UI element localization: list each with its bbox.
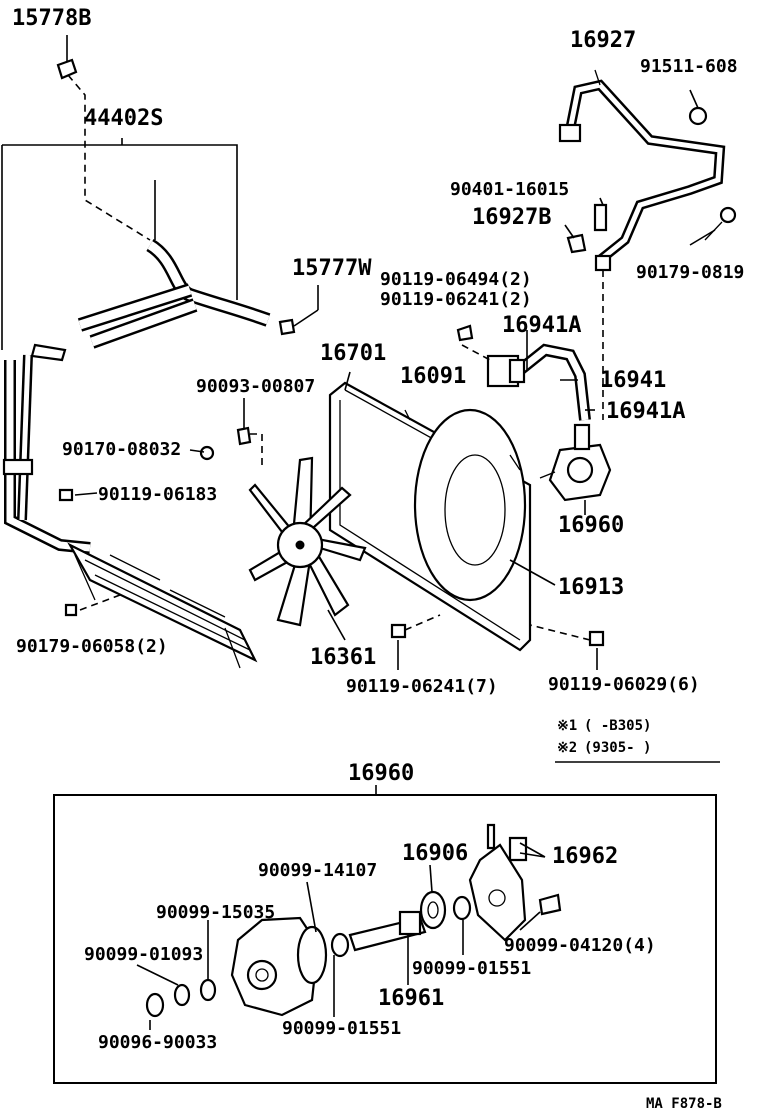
label-16927: 16927 (570, 28, 636, 53)
pump-exploded-box (53, 785, 717, 1084)
label-16913: 16913 (558, 575, 624, 600)
return-hose-16941 (456, 324, 591, 421)
label-15777W: 15777W (292, 256, 372, 281)
label-16941A-top: 16941A (502, 313, 581, 338)
label-90119-06494: 90119-06494(2) (380, 269, 532, 290)
label-90119-06241-7: 90119-06241(7) (346, 676, 498, 697)
label-90096-90033: 90096-90033 (98, 1032, 217, 1053)
label-16962: 16962 (552, 844, 618, 869)
label-91511-608: 91511-608 (640, 56, 738, 77)
label-44402S: 44402S (84, 106, 163, 131)
steering-pump-16960 (539, 423, 612, 502)
label-16941: 16941 (600, 368, 666, 393)
label-90119-06183: 90119-06183 (98, 484, 217, 505)
legend-text-2: (9305- ) (584, 740, 651, 756)
label-16960-pump: 16960 (558, 513, 624, 538)
label-16906: 16906 (402, 841, 468, 866)
label-16961: 16961 (378, 986, 444, 1011)
label-15778B: 15778B (12, 6, 91, 31)
label-90099-01093: 90099-01093 (84, 944, 203, 965)
label-90099-01551-a: 90099-01551 (412, 958, 531, 979)
label-90119-06029: 90119-06029(6) (548, 674, 700, 695)
legend-mark-2: ※2 (557, 740, 577, 756)
hose-assembly-44402S (1, 74, 271, 350)
label-16927B: 16927B (472, 205, 551, 230)
label-16701: 16701 (320, 341, 386, 366)
label-16941A-mid: 16941A (606, 399, 685, 424)
part-labels: 15778B 44402S 16927 91511-608 90401-1601… (12, 6, 744, 1112)
diagram-reference: MA F878-B (646, 1096, 722, 1112)
label-16091: 16091 (400, 364, 466, 389)
leader-lines (74, 89, 716, 586)
label-90099-01551-b: 90099-01551 (282, 1018, 401, 1039)
label-90099-15035: 90099-15035 (156, 902, 275, 923)
pressure-pipe-16927 (558, 69, 737, 420)
label-90401-16015: 90401-16015 (450, 179, 569, 200)
oil-cooler (67, 542, 258, 669)
label-90099-04120: 90099-04120(4) (504, 935, 656, 956)
legend: ※1 ( -B305) ※2 (9305- ) (555, 718, 720, 763)
clamp-15778B (56, 35, 78, 80)
legend-mark-1: ※1 (557, 718, 577, 734)
cooling-fan-16361 (248, 456, 367, 641)
fan-shroud-16701 (328, 371, 532, 652)
label-90179-06058: 90179-06058(2) (16, 636, 168, 657)
legend-text-1: ( -B305) (584, 718, 651, 734)
label-90170-08032: 90170-08032 (62, 439, 181, 460)
label-16960-box: 16960 (348, 761, 414, 786)
label-90099-14107: 90099-14107 (258, 860, 377, 881)
label-90093-00807: 90093-00807 (196, 376, 315, 397)
label-16361: 16361 (310, 645, 376, 670)
label-90179-0819: 90179-0819 (636, 262, 744, 283)
label-90119-06241-2: 90119-06241(2) (380, 289, 532, 310)
fasteners-upper (58, 285, 605, 670)
